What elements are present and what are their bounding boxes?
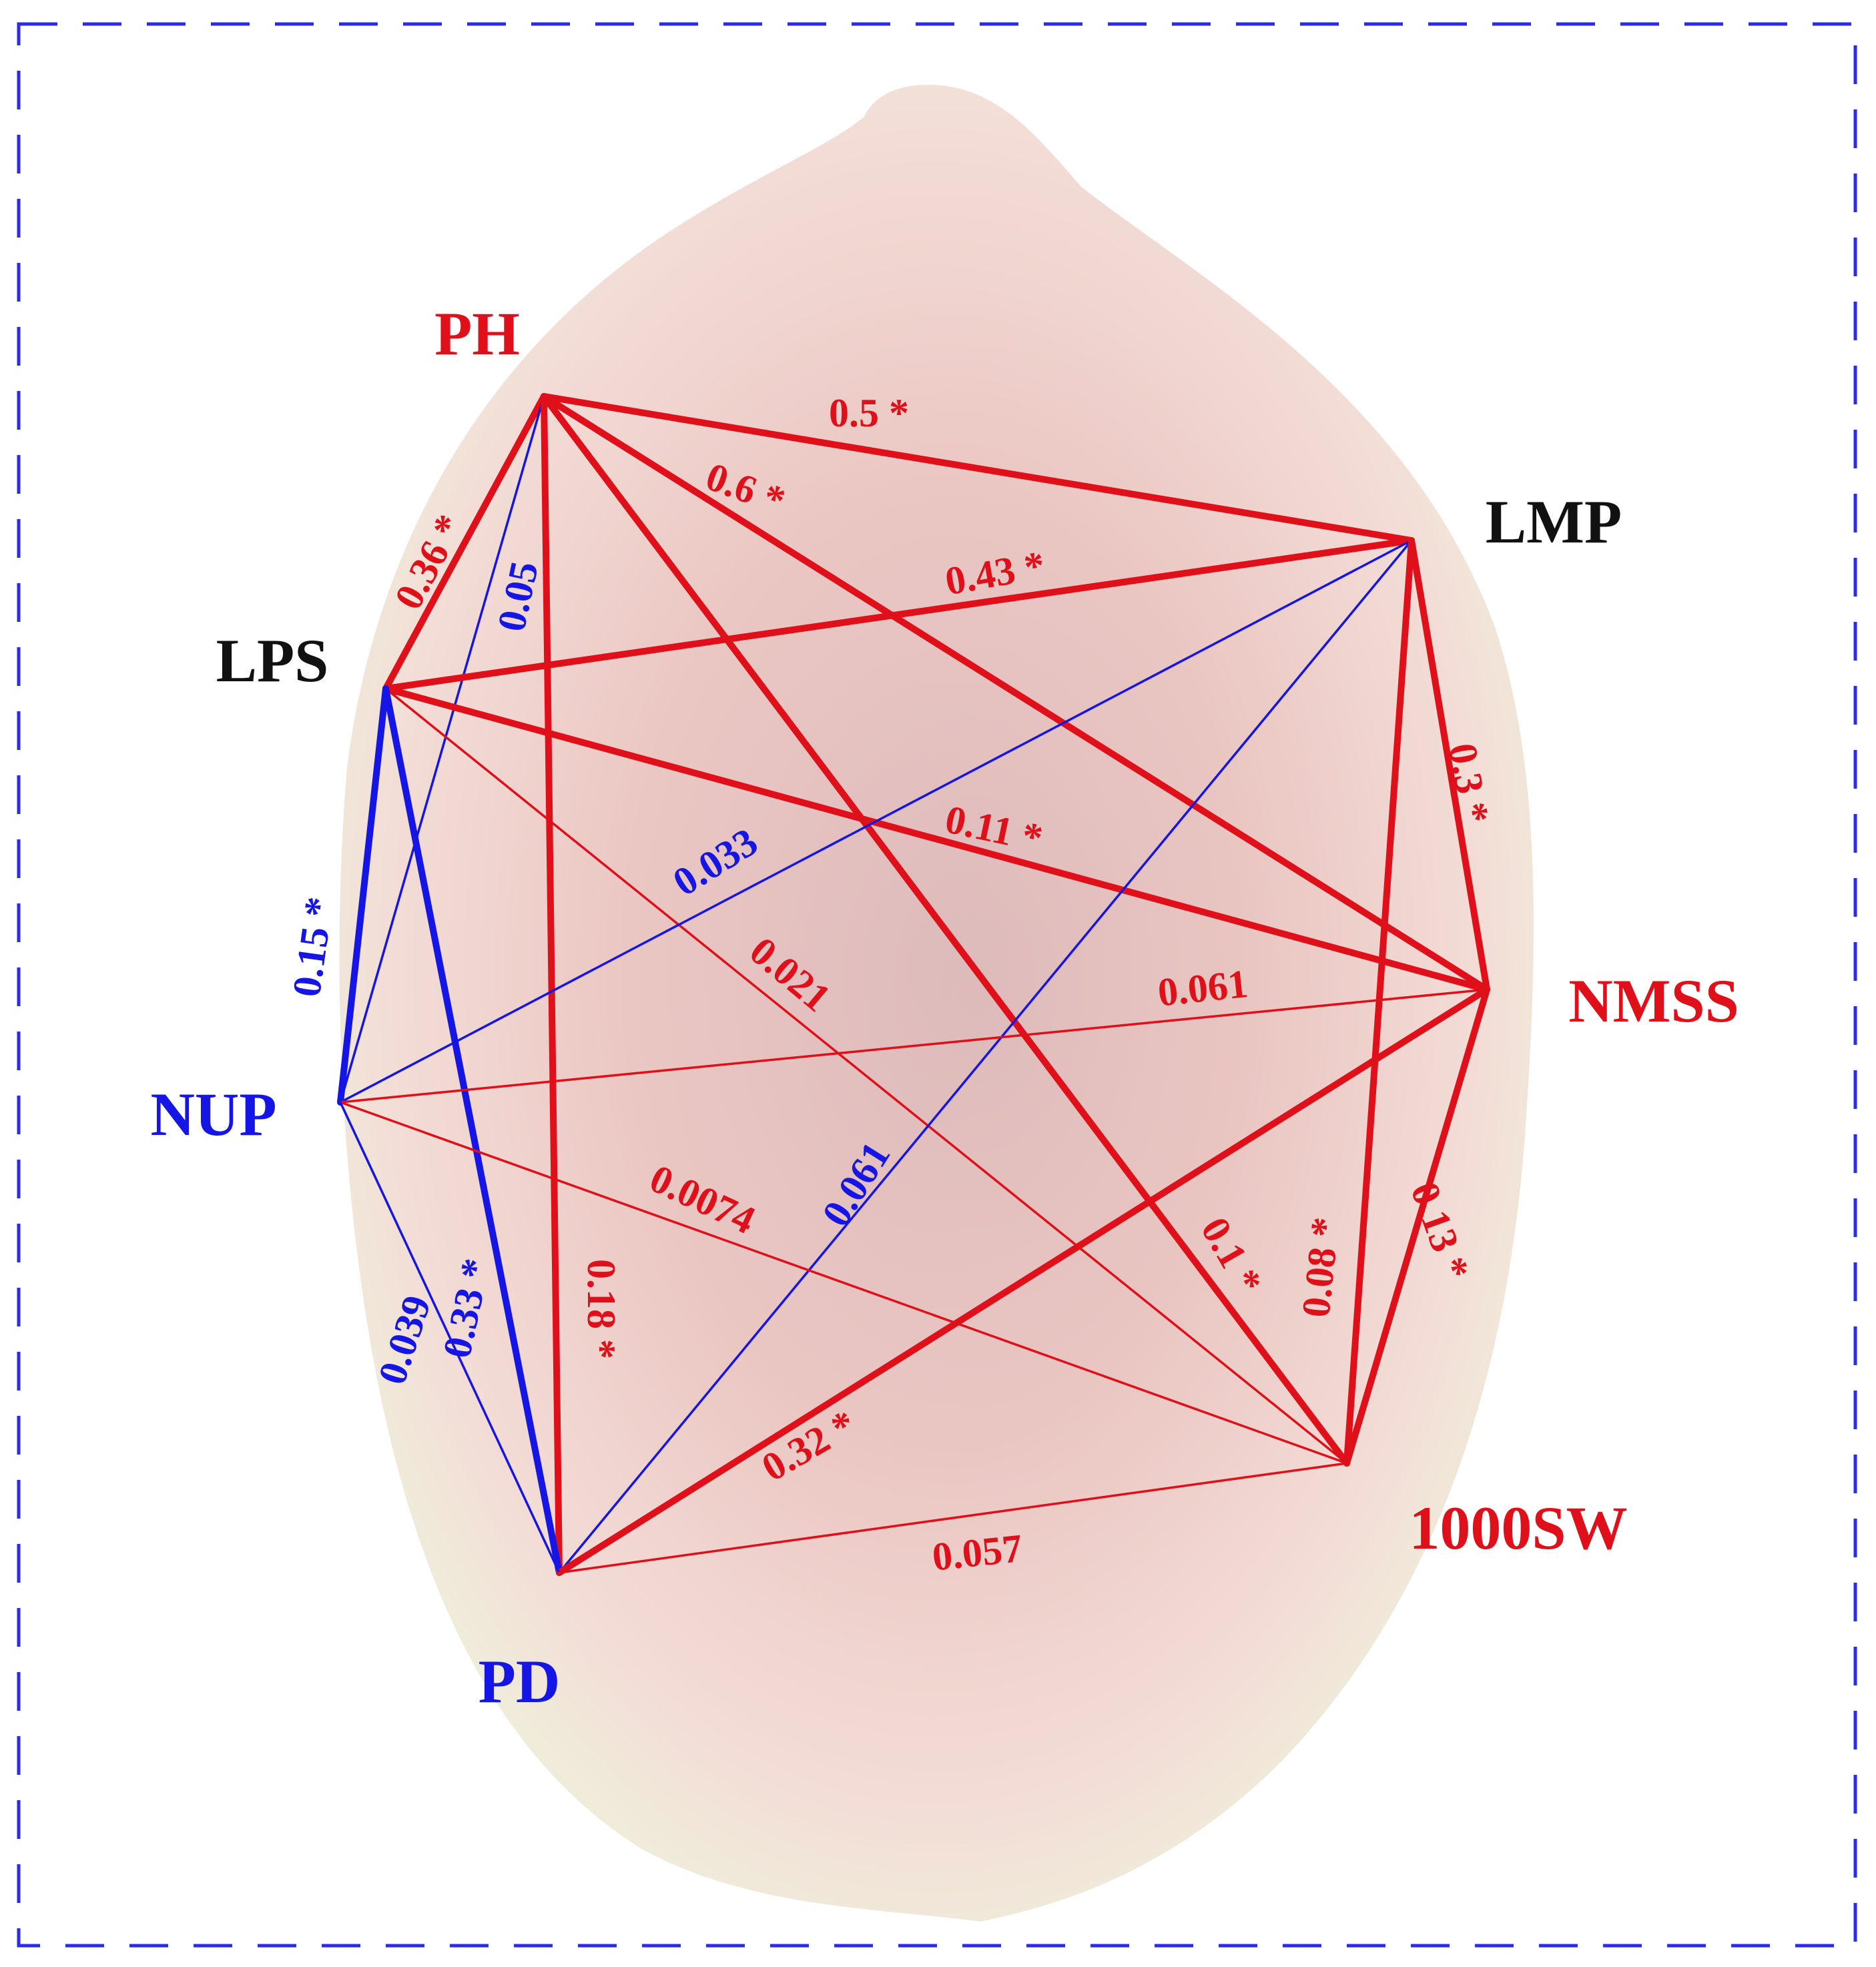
edge-nmss-1000sw	[1343, 986, 1490, 1467]
edge-lps-nmss	[382, 685, 1490, 993]
blob-inner-shade	[507, 287, 1442, 1688]
node-label-lps: LPS	[216, 627, 329, 695]
node-label-ph: PH	[434, 300, 520, 368]
node-label-nup: NUP	[150, 1080, 276, 1148]
edge-pd-1000sw	[558, 1462, 1348, 1574]
node-label-pd: PD	[479, 1647, 561, 1715]
edge-lps-1000sw	[384, 687, 1348, 1465]
edge-label-nmss-nup: 0.061	[1156, 961, 1250, 1015]
edge-lmp-1000sw	[1343, 537, 1415, 1467]
node-label-lmp: LMP	[1486, 488, 1622, 556]
edge-lmp-pd	[558, 539, 1413, 1574]
node-label-1000sw: 1000SW	[1409, 1494, 1627, 1562]
edge-ph-lps	[382, 393, 547, 692]
edge-label-pd-1000sw: 0.057	[930, 1526, 1024, 1579]
edge-nup-pd	[339, 1101, 561, 1574]
edge-nmss-nup	[339, 988, 1488, 1104]
edge-lps-lmp	[382, 537, 1415, 692]
edge-label-ph-pd: 0.18 *	[579, 1259, 623, 1359]
edge-ph-nup	[339, 395, 545, 1104]
edge-lps-pd	[382, 685, 563, 1576]
node-label-nmss: NMSS	[1568, 967, 1739, 1035]
edge-label-ph-lmp: 0.5 *	[829, 391, 909, 435]
dashed-frame	[17, 22, 1857, 1948]
edge-ph-lmp	[541, 393, 1415, 544]
edge-label-lmp-1000sw: 0.08 *	[1293, 1215, 1347, 1319]
edge-label-lps-nup: 0.15 *	[284, 894, 342, 1000]
edge-ph-1000sw	[541, 393, 1350, 1467]
edge-lmp-nup	[339, 539, 1413, 1104]
edge-lps-nup	[337, 685, 389, 1106]
edge-nmss-pd	[556, 986, 1490, 1576]
edge-ph-nmss	[541, 393, 1490, 993]
edge-nup-1000sw	[339, 1101, 1348, 1465]
edge-lmp-nmss	[1408, 537, 1490, 993]
edge-ph-pd	[541, 393, 563, 1576]
